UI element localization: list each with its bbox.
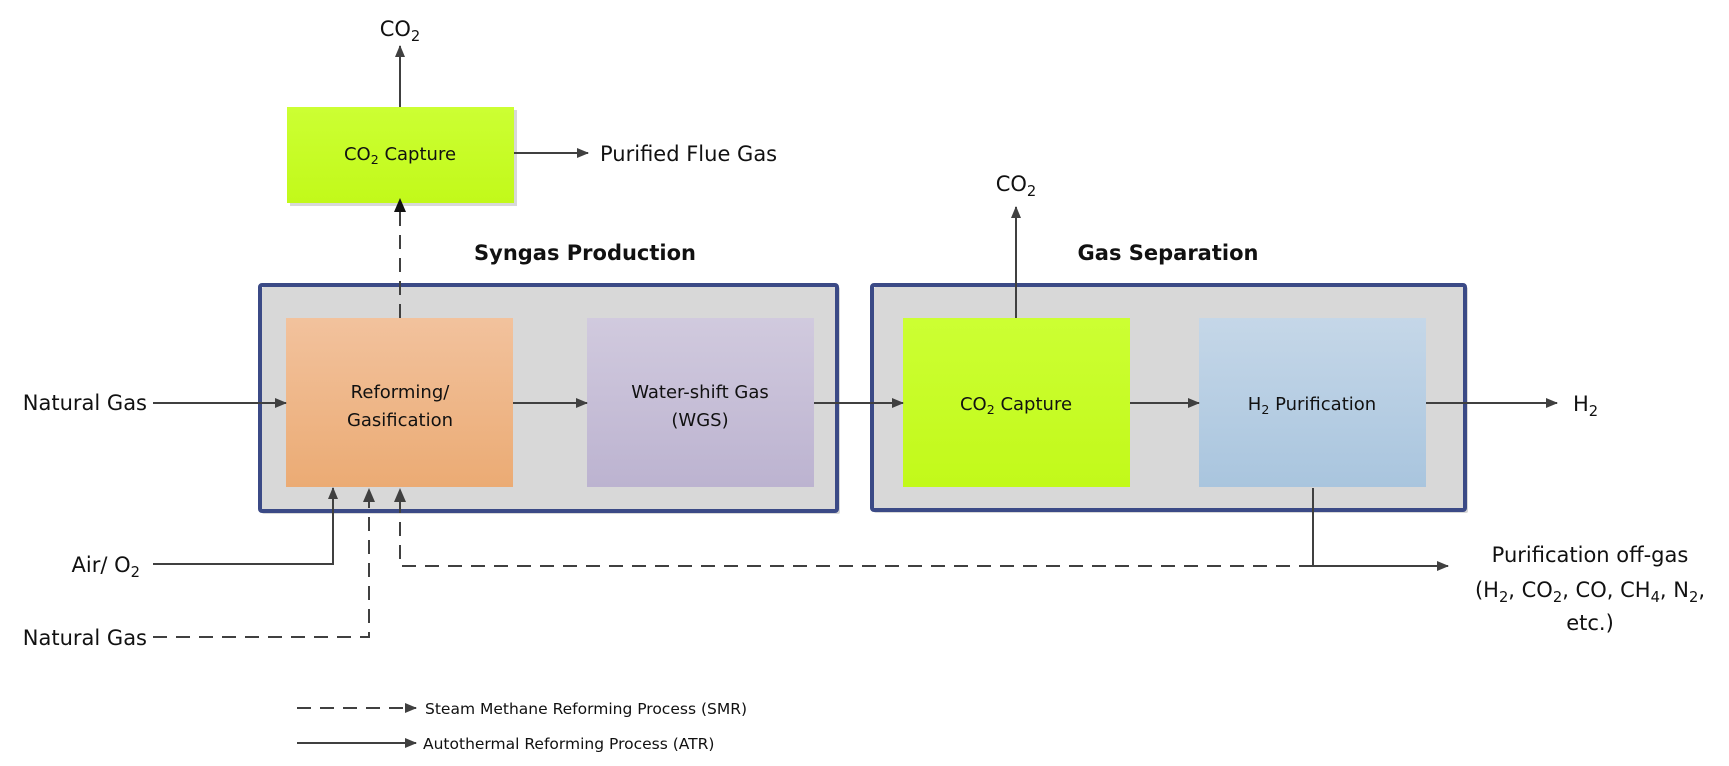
h2-purification-label: H2 Purification bbox=[1248, 394, 1376, 417]
offgas-subscript: 2 bbox=[1689, 589, 1698, 606]
offgas-text-part: , CO bbox=[1508, 578, 1553, 602]
syngas-production-title: Syngas Production bbox=[474, 241, 696, 265]
h2-out-label: H2 bbox=[1573, 392, 1598, 420]
co2-mid-label: CO2 bbox=[996, 172, 1037, 200]
offgas-label-line3: etc.) bbox=[1566, 611, 1614, 635]
legend-item-atr: Autothermal Reforming Process (ATR) bbox=[297, 735, 714, 753]
offgas-text-part: , N bbox=[1660, 578, 1689, 602]
co2-top-label: CO2 bbox=[380, 17, 421, 45]
water-shift-gas-box[interactable]: Water-shift Gas (WGS) bbox=[587, 318, 817, 490]
gas-separation-frame bbox=[870, 283, 1467, 512]
offgas-text-part: , bbox=[1698, 578, 1705, 602]
offgas-text-part: , CO, CH bbox=[1562, 578, 1650, 602]
offgas-subscript: 2 bbox=[1553, 589, 1562, 606]
natural-gas-smr-arrowhead bbox=[363, 488, 375, 502]
reforming-gasification-box[interactable]: Reforming/ Gasification bbox=[286, 318, 516, 490]
purified-flue-gas-label: Purified Flue Gas bbox=[600, 142, 777, 166]
air-o2-arrow bbox=[153, 487, 338, 565]
offgas-text-part: (H bbox=[1475, 578, 1499, 602]
reforming-label-line2: Gasification bbox=[347, 410, 453, 431]
wgs-label-line2: (WGS) bbox=[671, 410, 728, 431]
co2-capture-mid-box[interactable]: CO2 Capture bbox=[903, 318, 1133, 490]
natural-gas-smr-dashed-line bbox=[153, 500, 370, 638]
co2-capture-mid-label: CO2 Capture bbox=[960, 394, 1072, 417]
gas-separation-title: Gas Separation bbox=[1078, 241, 1259, 265]
offgas-recycle-arrowhead bbox=[394, 488, 406, 502]
co2-capture-top-box[interactable]: CO2 Capture bbox=[287, 107, 517, 206]
offgas-subscript: 2 bbox=[1499, 589, 1508, 606]
legend-item-smr: Steam Methane Reforming Process (SMR) bbox=[297, 700, 747, 718]
natural-gas-smr-label: Natural Gas bbox=[23, 626, 147, 650]
air-o2-label: Air/ O2 bbox=[72, 553, 140, 581]
purification-offgas-arrow bbox=[1312, 488, 1449, 571]
h2-purification-box[interactable]: H2 Purification bbox=[1199, 318, 1429, 490]
offgas-subscript: 4 bbox=[1651, 589, 1660, 606]
reforming-label-line1: Reforming/ bbox=[351, 382, 451, 403]
syngas-production-frame bbox=[258, 283, 839, 513]
legend: Steam Methane Reforming Process (SMR) Au… bbox=[297, 700, 747, 753]
wgs-label-line1: Water-shift Gas bbox=[631, 382, 769, 403]
co2-capture-top-label: CO2 Capture bbox=[344, 144, 456, 167]
legend-atr-label: Autothermal Reforming Process (ATR) bbox=[423, 735, 714, 753]
offgas-label-line1: Purification off-gas bbox=[1492, 543, 1689, 567]
flue-gas-arrowhead bbox=[394, 198, 406, 212]
offgas-label-line2: (H2, CO2, CO, CH4, N2, bbox=[1475, 578, 1705, 606]
legend-smr-label: Steam Methane Reforming Process (SMR) bbox=[425, 700, 747, 718]
offgas-label: Purification off-gas (H2, CO2, CO, CH4, … bbox=[1475, 543, 1705, 635]
natural-gas-main-label: Natural Gas bbox=[23, 391, 147, 415]
offgas-recycle-dashed-line bbox=[399, 500, 1313, 567]
